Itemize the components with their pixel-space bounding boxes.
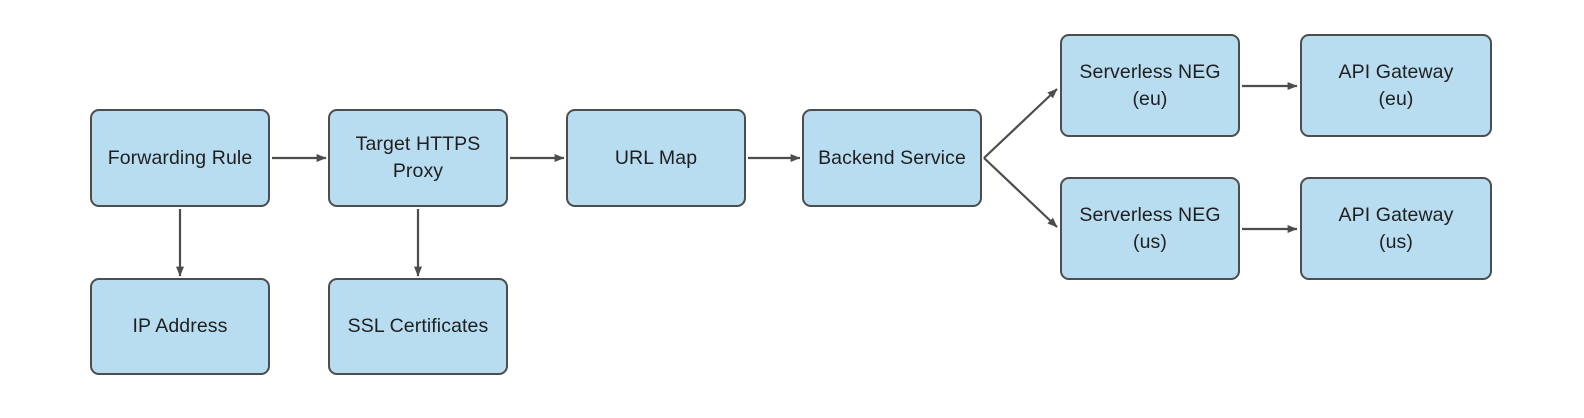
node-api-gateway-eu[interactable]: API Gateway (eu) <box>1300 34 1492 137</box>
edge-backend-neg-us <box>983 157 1058 228</box>
edge-backend-neg-eu <box>983 88 1058 159</box>
node-serverless-neg-eu[interactable]: Serverless NEG (eu) <box>1060 34 1240 137</box>
node-target-https-proxy[interactable]: Target HTTPS Proxy <box>328 109 508 207</box>
node-forwarding-rule[interactable]: Forwarding Rule <box>90 109 270 207</box>
node-backend-service[interactable]: Backend Service <box>802 109 982 207</box>
node-ip-address[interactable]: IP Address <box>90 278 270 375</box>
node-api-gateway-us[interactable]: API Gateway (us) <box>1300 177 1492 280</box>
node-ssl-certificates[interactable]: SSL Certificates <box>328 278 508 375</box>
node-serverless-neg-us[interactable]: Serverless NEG (us) <box>1060 177 1240 280</box>
node-url-map[interactable]: URL Map <box>566 109 746 207</box>
